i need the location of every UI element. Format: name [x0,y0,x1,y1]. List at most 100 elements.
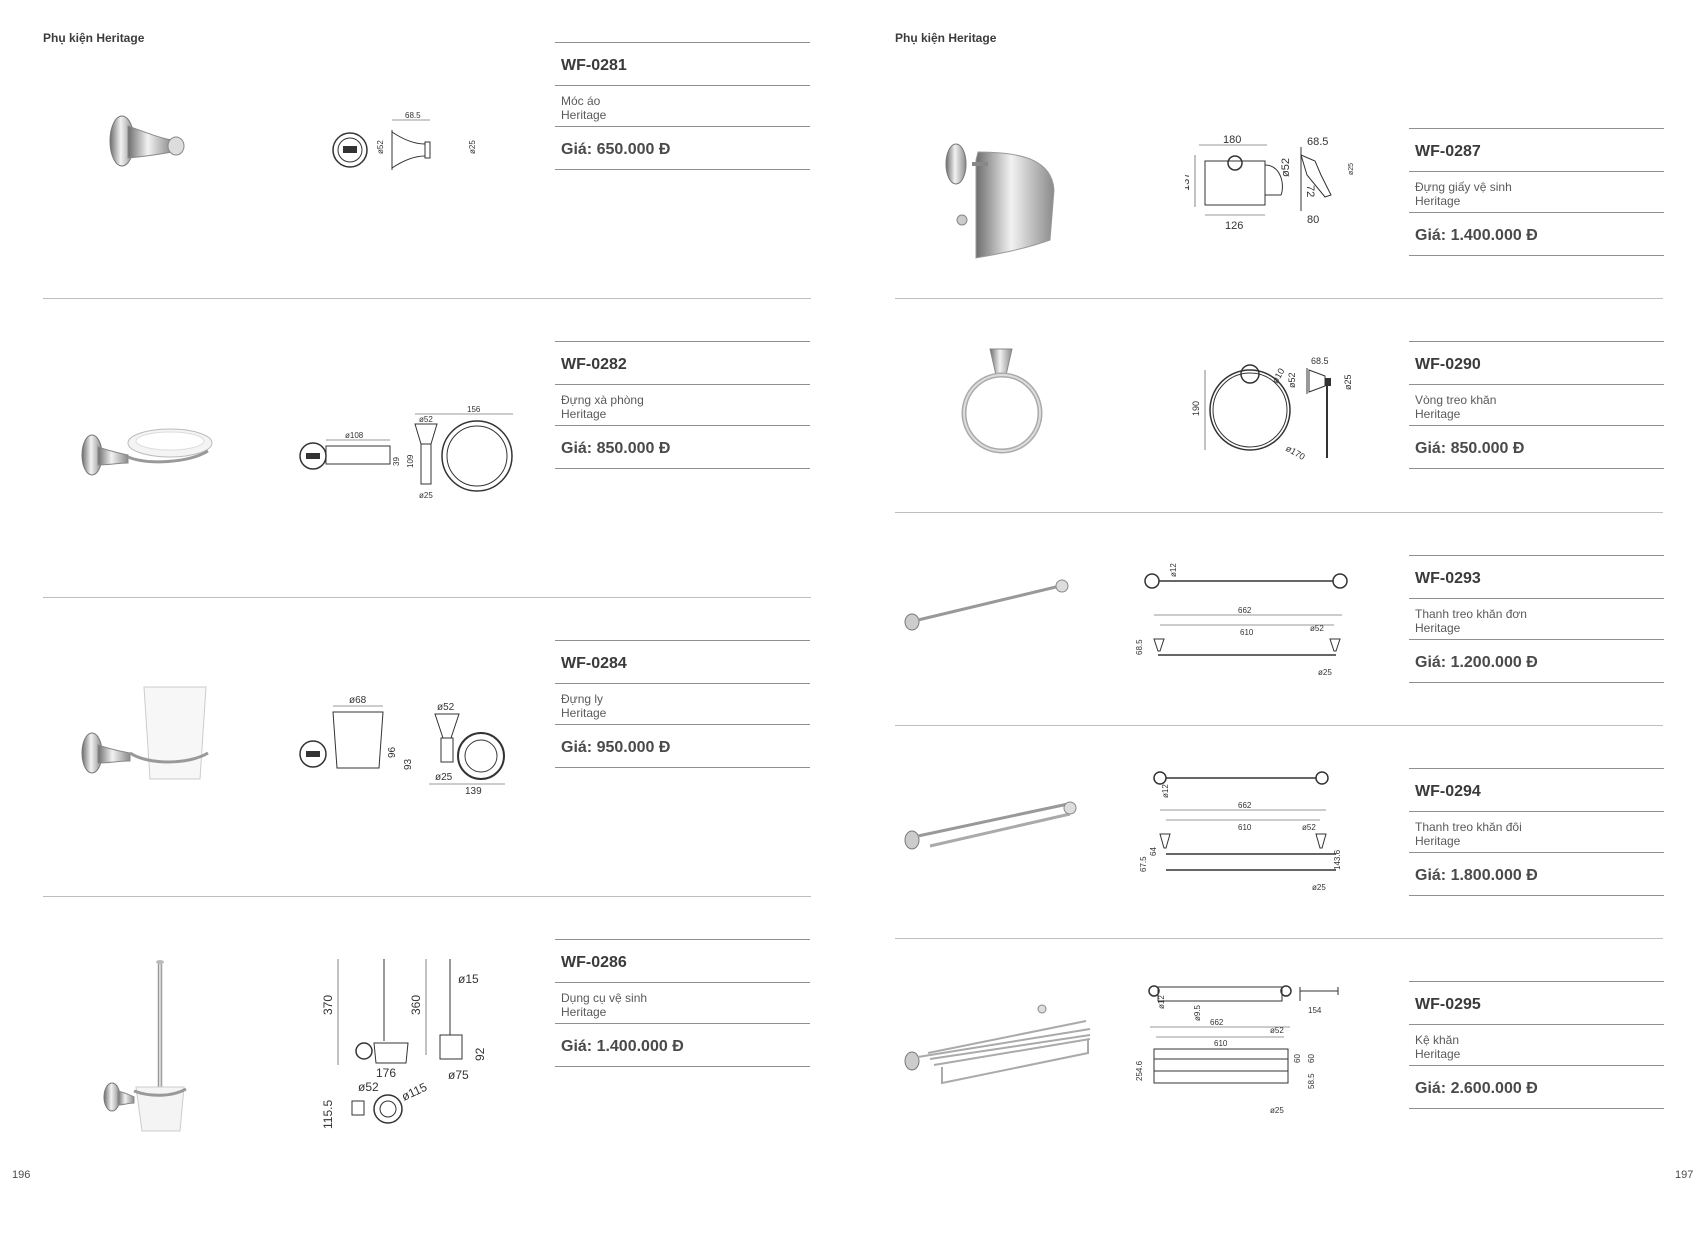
dim-label: ø10 [1270,367,1286,385]
product-description: Kệ khăn Heritage [1409,1024,1664,1065]
dim-label: 60 [1307,1054,1316,1063]
dim-label: ø12 [1169,563,1178,577]
product-series: Heritage [561,407,607,421]
product-code: WF-0290 [1409,341,1664,384]
product-name: Đựng xà phòng [561,393,644,407]
towel-rack-drawing: ø12 ø9.5 154 662 610 ø52 254.6 60 60 58.… [1135,985,1339,1115]
dim-label: 156 [467,405,481,414]
product-price: Giá: 1.200.000 Đ [1409,639,1664,683]
product-description: Đựng ly Heritage [555,683,810,724]
toilet-brush-photo [103,960,187,1132]
spec-block: WF-0293 Thanh treo khăn đơn Heritage Giá… [1409,555,1664,683]
row-divider [43,298,811,299]
dim-label: ø12 [1161,784,1170,798]
product-name: Thanh treo khăn đơn [1415,607,1527,621]
dim-label: 154 [1308,1006,1322,1015]
row-divider [895,512,1663,513]
dim-label: 80 [1307,214,1319,226]
dim-label: 662 [1238,801,1252,810]
dim-label: ø15 [458,972,479,986]
dim-label: ø25 [1348,163,1355,175]
product-name: Thanh treo khăn đôi [1415,820,1522,834]
single-towel-bar-drawing: ø12 662 610 ø52 68.5 ø25 [1135,563,1348,677]
dim-label: ø115 [399,1080,429,1104]
dim-label: ø52 [419,415,433,424]
dim-label: 72 [1304,185,1316,197]
towel-ring-drawing: 190 ø10 ø52 ø170 68.5 ø25 [1191,356,1353,462]
dim-label: ø25 [1312,883,1326,892]
dim-label: 662 [1238,606,1252,615]
product-series: Heritage [561,706,607,720]
product-price: Giá: 850.000 Đ [1409,425,1664,469]
product-code: WF-0295 [1409,981,1664,1024]
row-divider [895,938,1663,939]
dim-label: 254.6 [1135,1060,1144,1081]
product-wf-0294: ø12 662 610 ø52 67.5 64 143.6 ø25 WF-029… [850,766,1700,1046]
product-price: Giá: 1.800.000 Đ [1409,852,1664,896]
product-name: Đựng ly [561,692,604,706]
product-wf-0287: 180 137 126 ø52 68.5 72 80 ø25 WF-0287 Đ… [850,125,1700,405]
product-wf-0282: ø108 39 156 ø52 109 ø25 WF-0282 Đựng xà … [0,339,850,619]
spec-block: WF-0295 Kệ khăn Heritage Giá: 2.600.000 … [1409,981,1664,1109]
product-wf-0286: 370 176 360 ø15 92 ø75 ø52 ø115 115.5 WF… [0,937,850,1217]
product-name: Đựng giấy vệ sinh [1415,180,1512,194]
tumbler-holder-drawing: ø68 96 ø52 93 ø25 139 [299,695,505,797]
product-description: Đựng xà phòng Heritage [555,384,810,425]
dim-label: 109 [406,454,415,468]
dim-label: ø170 [1284,443,1307,462]
product-series: Heritage [561,108,607,122]
dim-label: ø25 [1270,1106,1284,1115]
dim-label: ø52 [1280,158,1292,177]
spec-block: WF-0281 Móc áo Heritage Giá: 650.000 Đ [555,42,810,170]
dim-label: 96 [387,746,398,758]
dim-label: 39 [392,457,401,466]
robe-hook-photo [109,115,185,167]
product-code: WF-0281 [555,42,810,85]
towel-rack-photo [904,1004,1091,1085]
dim-label: 190 [1191,401,1201,416]
dim-label: 64 [1149,847,1158,856]
dim-label: ø52 [1302,823,1316,832]
product-description: Đựng giấy vệ sinh Heritage [1409,171,1664,212]
dim-label: ø52 [1310,624,1324,633]
spec-block: WF-0282 Đựng xà phòng Heritage Giá: 850.… [555,341,810,469]
dim-label: ø75 [448,1068,469,1082]
product-code: WF-0284 [555,640,810,683]
dim-label: ø52 [1270,1026,1284,1035]
dim-label: 139 [465,786,482,797]
dim-label: 93 [403,758,414,770]
soap-dish-photo [81,428,213,476]
toilet-brush-drawing: 370 176 360 ø15 92 ø75 ø52 ø115 115.5 [321,959,487,1129]
towel-ring-photo [961,348,1043,454]
dim-label: 137 [1185,173,1192,191]
dim-label: 58.5 [1307,1073,1316,1089]
product-wf-0295: ø12 ø9.5 154 662 610 ø52 254.6 60 60 58.… [850,979,1700,1259]
dim-label: 180 [1223,135,1241,146]
dim-label: 662 [1210,1018,1224,1027]
row-divider [895,298,1663,299]
left-page: Phụ kiện Heritage 68.5 ø52 ø25 WF-0281 M… [0,0,850,1190]
product-price: Giá: 2.600.000 Đ [1409,1065,1664,1109]
product-price: Giá: 850.000 Đ [555,425,810,469]
toilet-paper-holder-drawing: 180 137 126 ø52 68.5 72 80 ø25 [1185,135,1355,232]
product-wf-0281: 68.5 ø52 ø25 WF-0281 Móc áo Heritage Giá… [0,40,850,320]
product-name: Móc áo [561,94,601,108]
spec-block: WF-0287 Đựng giấy vệ sinh Heritage Giá: … [1409,128,1664,256]
dim-label: 370 [321,995,335,1015]
product-code: WF-0287 [1409,128,1664,171]
product-code: WF-0293 [1409,555,1664,598]
product-description: Vòng treo khăn Heritage [1409,384,1664,425]
dim-label: ø108 [345,431,364,440]
row-divider [43,597,811,598]
product-price: Giá: 1.400.000 Đ [1409,212,1664,256]
dim-label: ø68 [349,695,367,706]
dim-label: ø25 [435,772,453,783]
dim-label: ø25 [468,140,477,154]
dim-label: ø52 [376,140,385,154]
section-title: Phụ kiện Heritage [895,31,997,45]
dim-label: 68.5 [1311,356,1329,366]
product-series: Heritage [1415,194,1461,208]
dim-label: ø52 [437,702,455,713]
product-name: Vòng treo khăn [1415,393,1497,407]
dim-label: ø52 [1287,372,1297,388]
